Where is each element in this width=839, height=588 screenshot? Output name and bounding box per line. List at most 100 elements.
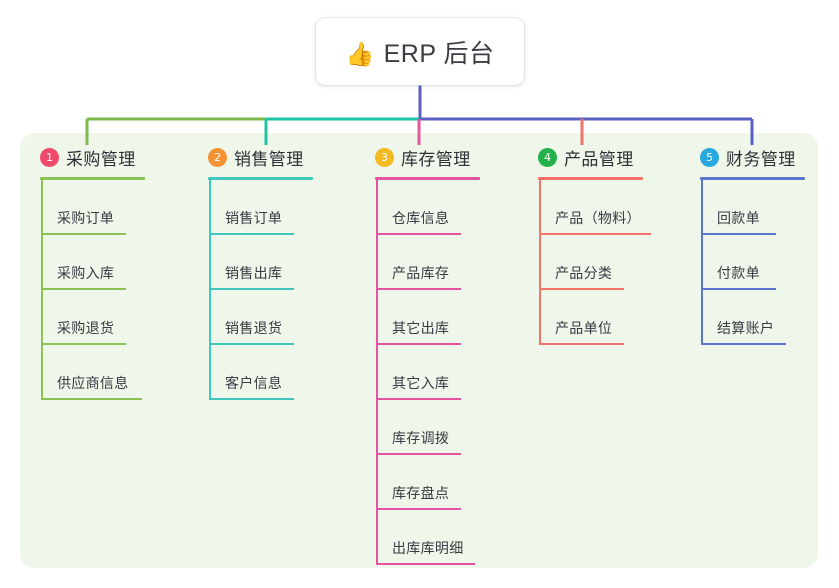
list-item-label: 采购退货: [57, 320, 115, 336]
column-header-1[interactable]: 1 采购管理: [40, 145, 145, 170]
list-item[interactable]: 其它出库: [377, 290, 480, 345]
column-spine-3: [376, 180, 378, 565]
column-1: 1 采购管理采购订单采购入库采购退货供应商信息: [40, 145, 145, 400]
list-item[interactable]: 采购退货: [42, 290, 145, 345]
list-item-rule: [541, 288, 624, 290]
column-5: 5 财务管理回款单付款单结算账户: [700, 145, 805, 345]
column-header-4[interactable]: 4 产品管理: [538, 145, 643, 170]
column-header-5[interactable]: 5 财务管理: [700, 145, 805, 170]
list-item-label: 库存盘点: [392, 485, 450, 501]
column-header-3[interactable]: 3 库存管理: [375, 145, 480, 170]
list-item-rule: [211, 398, 294, 400]
list-item[interactable]: 库存调拨: [377, 400, 480, 455]
list-item-label: 销售订单: [225, 210, 283, 226]
list-item-rule: [541, 343, 624, 345]
column-title-3: 库存管理: [401, 150, 471, 169]
list-item-rule: [211, 288, 294, 290]
list-item-label: 采购订单: [57, 210, 115, 226]
column-title-4: 产品管理: [564, 150, 634, 169]
list-item-label: 产品单位: [555, 320, 613, 336]
column-header-rule-2: [208, 177, 313, 180]
column-items-5: 回款单付款单结算账户: [700, 180, 805, 345]
list-item-rule: [43, 398, 142, 400]
list-item-rule: [703, 343, 786, 345]
column-badge-5: 5: [700, 148, 719, 167]
list-item-rule: [43, 233, 126, 235]
list-item-rule: [378, 288, 461, 290]
list-item-label: 供应商信息: [57, 375, 129, 391]
list-item[interactable]: 库存盘点: [377, 455, 480, 510]
list-item[interactable]: 产品单位: [540, 290, 643, 345]
list-item-label: 结算账户: [717, 320, 775, 336]
column-header-rule-1: [40, 177, 145, 180]
list-item-rule: [541, 233, 651, 235]
list-item-rule: [703, 233, 776, 235]
list-item[interactable]: 销售出库: [210, 235, 313, 290]
column-header-rule-3: [375, 177, 480, 180]
list-item-label: 销售退货: [225, 320, 283, 336]
list-item[interactable]: 客户信息: [210, 345, 313, 400]
list-item-rule: [378, 563, 475, 565]
root-node[interactable]: 👍 ERP 后台: [316, 18, 524, 85]
column-3: 3 库存管理仓库信息产品库存其它出库其它入库库存调拨库存盘点出库库明细: [375, 145, 480, 565]
list-item-rule: [378, 508, 461, 510]
list-item-label: 产品分类: [555, 265, 613, 281]
column-header-rule-5: [700, 177, 805, 180]
list-item[interactable]: 采购入库: [42, 235, 145, 290]
thumbs-up-icon: 👍: [345, 40, 375, 67]
list-item[interactable]: 供应商信息: [42, 345, 145, 400]
column-2: 2 销售管理销售订单销售出库销售退货客户信息: [208, 145, 313, 400]
column-title-5: 财务管理: [726, 150, 796, 169]
list-item-label: 付款单: [717, 265, 760, 281]
column-badge-4: 4: [538, 148, 557, 167]
list-item-label: 产品（物料）: [555, 210, 641, 226]
list-item[interactable]: 销售订单: [210, 180, 313, 235]
list-item[interactable]: 回款单: [702, 180, 805, 235]
list-item-label: 客户信息: [225, 375, 283, 391]
list-item-label: 其它出库: [392, 320, 450, 336]
list-item-rule: [211, 233, 294, 235]
column-badge-3: 3: [375, 148, 394, 167]
column-title-2: 销售管理: [234, 150, 304, 169]
column-4: 4 产品管理产品（物料） 产品分类产品单位: [538, 145, 651, 345]
column-spine-5: [701, 180, 703, 345]
list-item-rule: [378, 398, 461, 400]
list-item[interactable]: 产品分类: [540, 235, 643, 290]
list-item-label: 仓库信息: [392, 210, 450, 226]
column-title-1: 采购管理: [66, 150, 136, 169]
list-item-label: 其它入库: [392, 375, 450, 391]
list-item-rule: [378, 233, 461, 235]
list-item[interactable]: 产品库存: [377, 235, 480, 290]
list-item-label: 采购入库: [57, 265, 115, 281]
column-spine-1: [41, 180, 43, 400]
list-item-rule: [211, 343, 294, 345]
list-item[interactable]: 销售退货: [210, 290, 313, 345]
column-badge-1: 1: [40, 148, 59, 167]
column-items-4: 产品（物料） 产品分类产品单位: [538, 180, 651, 345]
list-item[interactable]: 仓库信息: [377, 180, 480, 235]
list-item-rule: [703, 288, 776, 290]
column-header-rule-4: [538, 177, 643, 180]
list-item-rule: [43, 343, 126, 345]
column-spine-4: [539, 180, 541, 345]
branches-panel: [20, 133, 818, 568]
column-badge-2: 2: [208, 148, 227, 167]
list-item-rule: [378, 343, 461, 345]
root-title-text: ERP 后台: [383, 39, 495, 68]
column-items-1: 采购订单采购入库采购退货供应商信息: [40, 180, 145, 400]
list-item-label: 回款单: [717, 210, 760, 226]
list-item[interactable]: 结算账户: [702, 290, 805, 345]
list-item[interactable]: 出库库明细: [377, 510, 480, 565]
column-items-2: 销售订单销售出库销售退货客户信息: [208, 180, 313, 400]
list-item[interactable]: 其它入库: [377, 345, 480, 400]
list-item[interactable]: 付款单: [702, 235, 805, 290]
column-spine-2: [209, 180, 211, 400]
list-item-label: 出库库明细: [392, 540, 464, 556]
list-item[interactable]: 采购订单: [42, 180, 145, 235]
column-items-3: 仓库信息产品库存其它出库其它入库库存调拨库存盘点出库库明细: [375, 180, 480, 565]
column-header-2[interactable]: 2 销售管理: [208, 145, 313, 170]
list-item-rule: [43, 288, 126, 290]
list-item-label: 库存调拨: [392, 430, 450, 446]
list-item[interactable]: 产品（物料）: [540, 180, 651, 235]
